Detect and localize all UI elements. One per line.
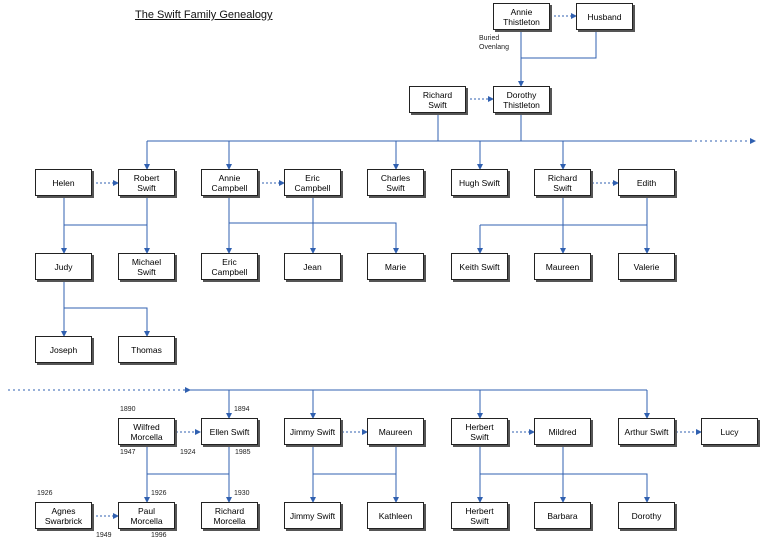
- person-annie-thistleton: Annie Thistleton: [493, 3, 550, 30]
- person-michael-swift: Michael Swift: [118, 253, 175, 280]
- person-herbert-swift: Herbert Swift: [451, 418, 508, 445]
- person-edith: Edith: [618, 169, 675, 196]
- person-thomas: Thomas: [118, 336, 175, 363]
- person-robert-swift: Robert Swift: [118, 169, 175, 196]
- person-hugh-swift: Hugh Swift: [451, 169, 508, 196]
- person-keith-swift: Keith Swift: [451, 253, 508, 280]
- person-jimmy-swift: Jimmy Swift: [284, 418, 341, 445]
- person-husband: Husband: [576, 3, 633, 30]
- person-jean: Jean: [284, 253, 341, 280]
- person-helen: Helen: [35, 169, 92, 196]
- wilfred-death-year: 1947: [120, 449, 136, 456]
- paul-death-year: 1996: [151, 532, 167, 539]
- person-ellen-swift: Ellen Swift: [201, 418, 258, 445]
- person-maureen: Maureen: [534, 253, 591, 280]
- person-eric-campbell: Eric Campbell: [284, 169, 341, 196]
- ellen-death-year: 1985: [235, 449, 251, 456]
- marriage-year: 1924: [180, 449, 196, 456]
- burial-note: Buried Ovenlang: [479, 35, 509, 51]
- person-arthur-swift: Arthur Swift: [618, 418, 675, 445]
- person-richard-swift-sr: Richard Swift: [409, 86, 466, 113]
- wilfred-birth-year: 1890: [120, 406, 136, 413]
- person-wilfred-morcella: Wilfred Morcella: [118, 418, 175, 445]
- paul-marriage-year: 1949: [96, 532, 112, 539]
- paul-birth-year: 1926: [151, 490, 167, 497]
- person-richard-swift: Richard Swift: [534, 169, 591, 196]
- person-lucy: Lucy: [701, 418, 758, 445]
- person-richard-morcella: Richard Morcella: [201, 502, 258, 529]
- person-dorothy: Dorothy: [618, 502, 675, 529]
- person-paul-morcella: Paul Morcella: [118, 502, 175, 529]
- person-barbara: Barbara: [534, 502, 591, 529]
- person-herbert-swift-jr: Herbert Swift: [451, 502, 508, 529]
- person-jimmy-swift-jr: Jimmy Swift: [284, 502, 341, 529]
- person-maureen-2: Maureen: [367, 418, 424, 445]
- person-valerie: Valerie: [618, 253, 675, 280]
- person-marie: Marie: [367, 253, 424, 280]
- person-mildred: Mildred: [534, 418, 591, 445]
- person-agnes-swarbrick: Agnes Swarbrick: [35, 502, 92, 529]
- person-judy: Judy: [35, 253, 92, 280]
- person-eric-campbell-jr: Eric Campbell: [201, 253, 258, 280]
- person-kathleen: Kathleen: [367, 502, 424, 529]
- richard-morcella-birth-year: 1930: [234, 490, 250, 497]
- person-annie-campbell: Annie Campbell: [201, 169, 258, 196]
- diagram-title: The Swift Family Genealogy: [135, 9, 273, 21]
- person-charles-swift: Charles Swift: [367, 169, 424, 196]
- person-dorothy-thistleton: Dorothy Thistleton: [493, 86, 550, 113]
- agnes-birth-year: 1926: [37, 490, 53, 497]
- person-joseph: Joseph: [35, 336, 92, 363]
- ellen-birth-year: 1894: [234, 406, 250, 413]
